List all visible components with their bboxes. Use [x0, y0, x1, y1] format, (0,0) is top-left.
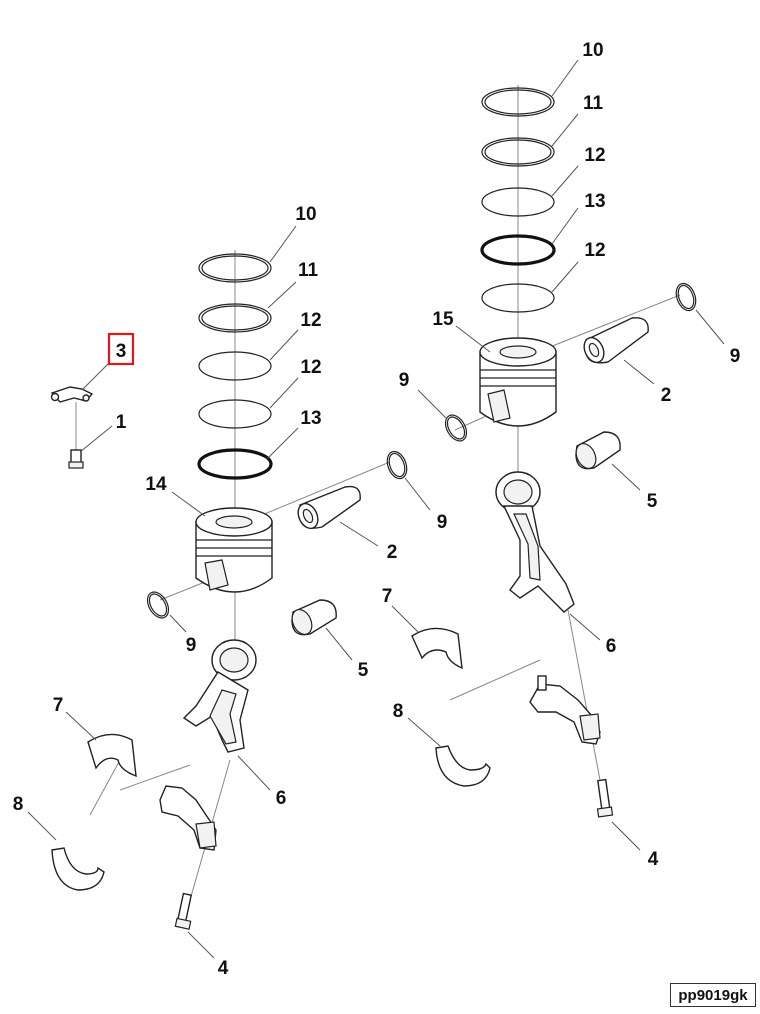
- callout-7-right: 7: [382, 586, 393, 607]
- part-1-bolt[interactable]: [68, 449, 84, 469]
- rod-cap-right[interactable]: [529, 675, 601, 745]
- callout-3: 3: [116, 341, 127, 362]
- callout-12-right-b: 12: [584, 240, 605, 261]
- ring-11-right: [481, 137, 555, 167]
- callout-9-left-b: 9: [186, 635, 197, 656]
- callout-4-left: 4: [218, 958, 229, 979]
- ring-12-left-a: [198, 351, 272, 381]
- ring-10-right: [481, 87, 555, 117]
- ring-12-right-a: [481, 187, 555, 217]
- callout-5-right: 5: [647, 491, 658, 512]
- callout-9-right-b: 9: [399, 370, 410, 391]
- leader-lines: [27, 59, 725, 959]
- bearing-shell-8-right[interactable]: [435, 745, 491, 787]
- ring-13-left: [197, 448, 273, 480]
- snap-ring-9-left-a[interactable]: [384, 449, 410, 481]
- callout-8-left: 8: [13, 794, 24, 815]
- part-3-spray-nozzle[interactable]: [50, 386, 94, 450]
- callout-12-left-a: 12: [300, 310, 321, 331]
- bearing-shell-8-left[interactable]: [51, 847, 105, 891]
- callout-7-left: 7: [53, 695, 64, 716]
- piston-pin-2-left[interactable]: [294, 485, 361, 532]
- callout-2-left: 2: [387, 542, 398, 563]
- connecting-rod-6-left[interactable]: [182, 639, 257, 753]
- snap-ring-9-right-b[interactable]: [441, 411, 471, 444]
- callout-3-highlight-box: [107, 332, 135, 366]
- snap-ring-9-right-a[interactable]: [673, 281, 699, 313]
- piston-pin-2-right[interactable]: [580, 317, 649, 366]
- callout-10-left: 10: [295, 204, 316, 225]
- ring-12-right-b: [481, 283, 555, 313]
- callout-6-left: 6: [276, 788, 287, 809]
- figure-code-label: pp9019gk: [670, 983, 756, 1007]
- piston-14[interactable]: [195, 507, 273, 593]
- callout-labels: 3 1 10 11 12 12 13 14 9 2 9 5 7 6 8 4 10…: [13, 40, 741, 979]
- bushing-5-right[interactable]: [572, 431, 621, 472]
- callout-8-right: 8: [393, 701, 404, 722]
- right-piston-rings: [480, 87, 556, 313]
- bearing-shell-7-left[interactable]: [87, 733, 137, 778]
- ring-11-left: [198, 303, 272, 333]
- ring-10-left: [198, 253, 272, 283]
- callout-2-right: 2: [661, 385, 672, 406]
- callout-11-left: 11: [298, 260, 319, 281]
- callout-6-right: 6: [606, 636, 617, 657]
- connecting-rod-6-right[interactable]: [495, 471, 575, 613]
- ring-13-right: [480, 234, 556, 266]
- snap-ring-9-left-b[interactable]: [143, 588, 173, 621]
- bearing-shell-7-right[interactable]: [411, 627, 463, 670]
- rod-cap-left[interactable]: [159, 785, 217, 851]
- callout-11-right: 11: [583, 93, 604, 114]
- callout-12-left-b: 12: [300, 357, 321, 378]
- callout-9-right-a: 9: [730, 346, 741, 367]
- callout-10-right: 10: [582, 40, 603, 61]
- rod-bolt-4-left[interactable]: [174, 892, 193, 930]
- callout-5-left: 5: [358, 660, 369, 681]
- rod-bolt-4-right[interactable]: [596, 778, 614, 818]
- callout-14: 14: [145, 474, 167, 495]
- left-piston-rings: [197, 253, 273, 480]
- callout-15: 15: [432, 309, 454, 330]
- callout-4-right: 4: [648, 849, 659, 870]
- callout-13-right: 13: [584, 191, 605, 212]
- callout-1: 1: [116, 412, 127, 433]
- callout-9-left-a: 9: [437, 512, 448, 533]
- ring-12-left-b: [198, 399, 272, 429]
- bushing-5-left[interactable]: [288, 599, 337, 638]
- callout-13-left: 13: [300, 408, 321, 429]
- piston-15[interactable]: [479, 337, 557, 427]
- callout-12-right-a: 12: [584, 145, 605, 166]
